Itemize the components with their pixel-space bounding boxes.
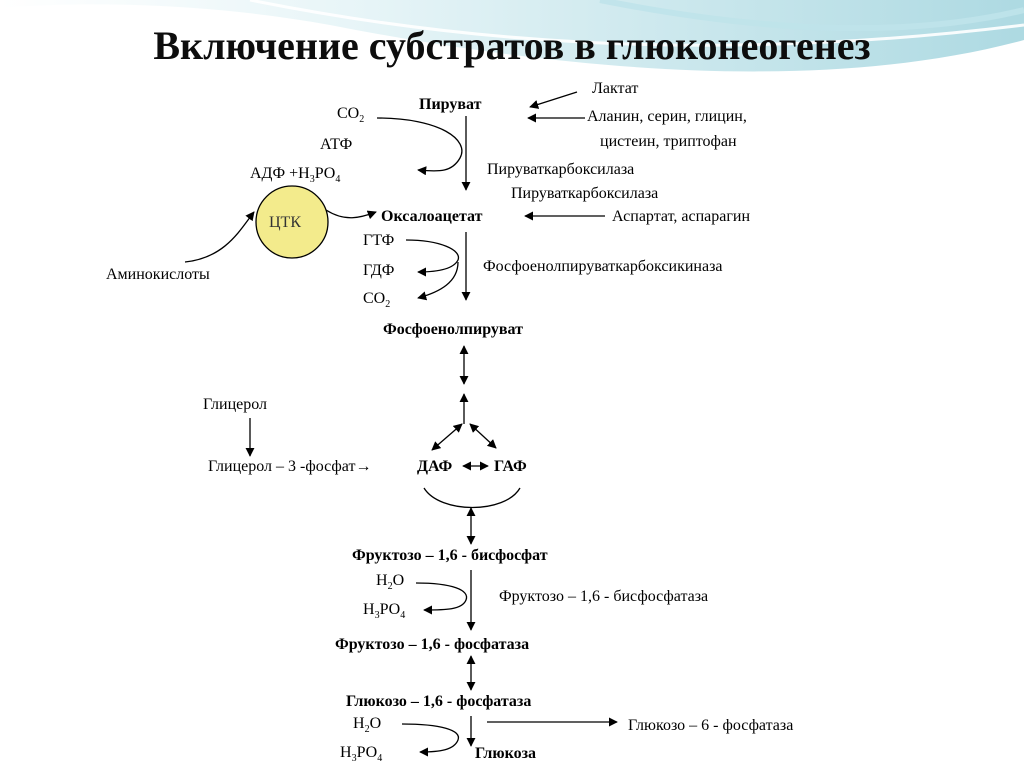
- label-glicerol: Глицерол: [203, 396, 268, 413]
- label-h3po4-a: Н3РО4: [363, 601, 406, 622]
- label-glicerol-3-fosfat: Глицерол – 3 -фосфат→: [208, 458, 372, 475]
- label-atf: АТФ: [320, 136, 353, 153]
- label-ff: Фруктозо – 1,6 - фосфатаза: [335, 636, 530, 653]
- label-amino-1: Аланин, серин, глицин,: [587, 108, 747, 125]
- ctk-cycle: [255, 185, 329, 259]
- label-aminokisloty: Аминокислоты: [106, 266, 210, 283]
- label-glukoza: Глюкоза: [475, 745, 537, 762]
- arc-h2o-h3po4-a: [415, 582, 468, 615]
- label-gtf: ГТФ: [363, 232, 395, 249]
- label-amino-2: цистеин, триптофан: [600, 133, 737, 150]
- label-gaf: ГАФ: [494, 458, 527, 475]
- label-h2o-a: Н2О: [376, 572, 405, 593]
- label-ctk: ЦТК: [269, 214, 301, 231]
- label-aspartat: Аспартат, аспарагин: [612, 208, 751, 225]
- label-fep: Фосфоенолпируват: [383, 321, 523, 338]
- label-co2-b: СО2: [363, 290, 391, 311]
- label-co2-a: СО2: [337, 105, 365, 126]
- label-enzyme-4: Глюкозо – 6 - фосфатаза: [628, 717, 794, 734]
- label-laktat: Лактат: [592, 80, 639, 97]
- label-oksaloacetat: Оксалоацетат: [381, 208, 483, 225]
- header-wave-line: [249, 0, 1024, 47]
- arc-h2o-h3po4-b: [401, 723, 460, 757]
- label-h3po4-b: Н3РО4: [340, 744, 383, 765]
- label-piruvat: Пируват: [419, 96, 482, 113]
- arc-daf-gaf-condensation: [423, 487, 521, 509]
- arrow-to-gaf: [469, 423, 497, 449]
- label-gdf: ГДФ: [363, 262, 395, 279]
- label-enzyme-1b: Пируваткарбоксилаза: [511, 185, 659, 202]
- arc-co2-out: [417, 261, 459, 301]
- header-wave: [0, 0, 1024, 72]
- arc-amino-ctk: [184, 211, 255, 263]
- label-enzyme-2: Фосфоенолпируваткарбоксикиназа: [483, 258, 723, 275]
- arc-co2-atf: [376, 117, 463, 176]
- arc-gtf-gdf: [405, 239, 460, 277]
- arrow-laktat: [529, 91, 578, 109]
- label-fbf: Фруктозо – 1,6 - бисфосфат: [352, 547, 548, 564]
- page-title: Включение субстратов в глюконеогенез: [153, 23, 871, 68]
- arrow-to-daf: [431, 423, 463, 451]
- arc-ctk-oksaloacetat: [325, 209, 377, 220]
- label-enzyme-1: Пируваткарбоксилаза: [487, 161, 635, 178]
- label-enzyme-3: Фруктозо – 1,6 - бисфосфатаза: [499, 588, 709, 605]
- header-wave-line: [599, 0, 1024, 32]
- label-h2o-b: Н2О: [353, 715, 382, 736]
- label-gf: Глюкозо – 1,6 - фосфатаза: [346, 693, 532, 710]
- label-daf: ДАФ: [417, 458, 453, 475]
- label-adf: АДФ +Н3РО4: [250, 165, 341, 186]
